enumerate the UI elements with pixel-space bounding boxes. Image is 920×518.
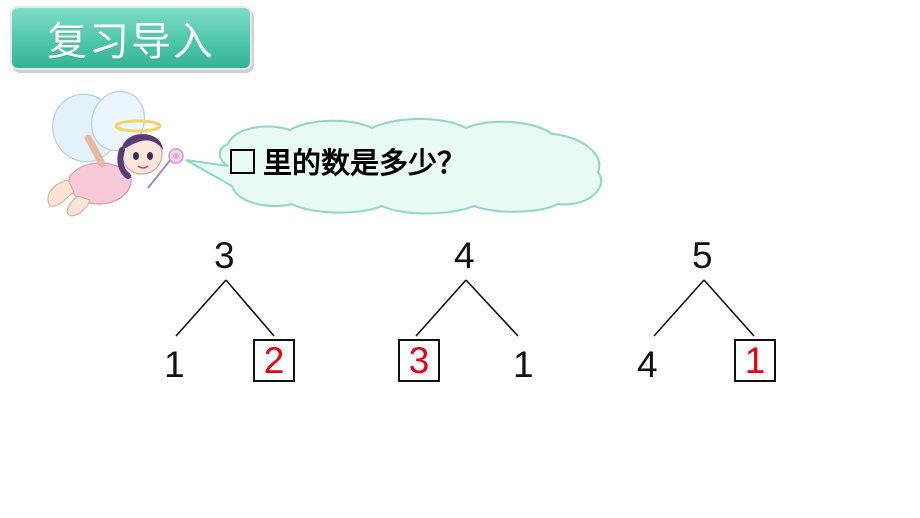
- bond-branches: [415, 279, 519, 337]
- answer-box: 2: [253, 339, 295, 382]
- empty-box-icon: [230, 148, 255, 174]
- question-text: 里的数是多少？: [230, 140, 466, 182]
- bond-total: 5: [692, 235, 713, 276]
- section-title: 复习导入: [47, 19, 215, 65]
- section-banner: 复习导入: [12, 8, 250, 68]
- speech-bubble: [185, 118, 603, 215]
- bond-left-part: 1: [164, 344, 185, 385]
- bond-left-part: 4: [637, 344, 658, 385]
- bond-branches: [653, 279, 755, 337]
- answer-box: 3: [398, 339, 440, 382]
- bond-right-part: 1: [513, 344, 534, 385]
- bond-total: 3: [214, 235, 235, 276]
- question-label: 里的数是多少？: [263, 146, 467, 180]
- number-bond-1: 3 1 2: [150, 234, 330, 394]
- bond-answer: 3: [408, 340, 430, 381]
- bond-branches: [175, 279, 275, 337]
- number-bond-3: 5 4 1: [628, 234, 808, 394]
- number-bond-2: 4 3 1: [388, 234, 568, 394]
- bond-total: 4: [454, 235, 475, 276]
- fairy-character-icon: [47, 90, 184, 217]
- answer-box: 1: [734, 339, 776, 382]
- bond-answer: 2: [263, 340, 285, 381]
- bond-answer: 1: [744, 340, 766, 381]
